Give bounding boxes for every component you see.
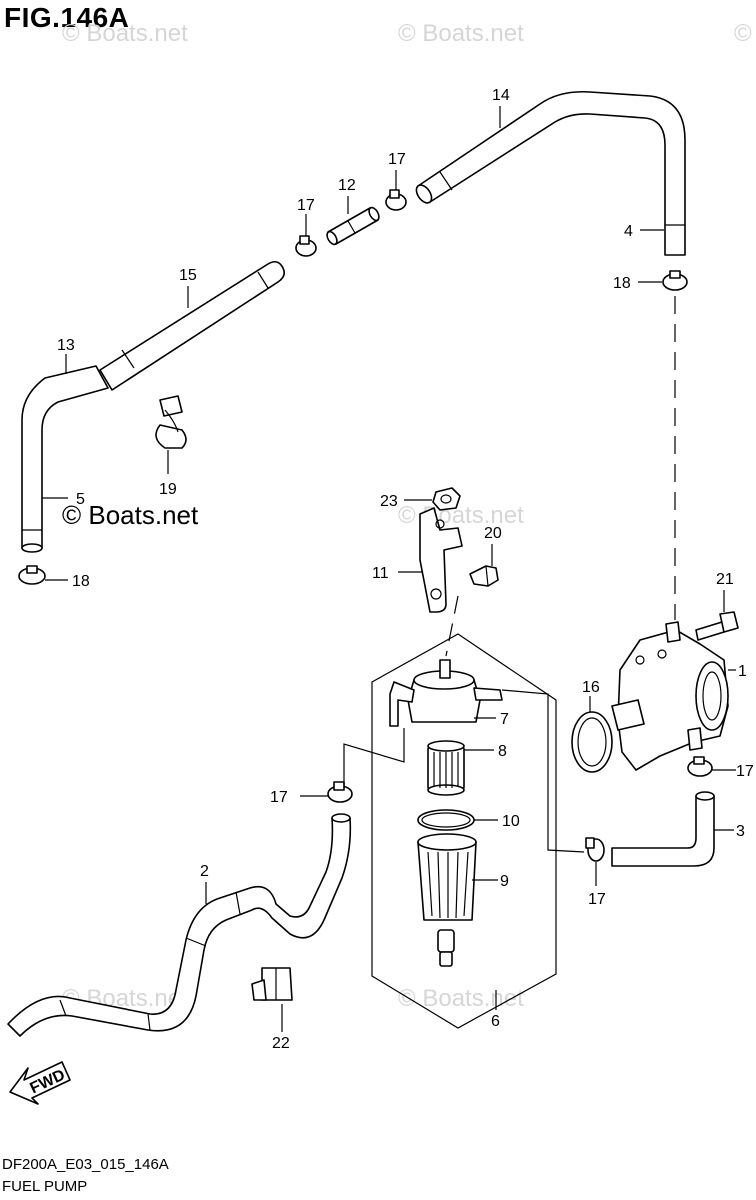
part-6-filter-assembly-outline: [371, 633, 557, 1029]
part-8-filter-element: [427, 740, 465, 796]
callout-14: 14: [492, 87, 510, 104]
callout-9: 9: [500, 873, 509, 890]
callout-4: 4: [624, 223, 633, 240]
part-1-fuel-pump: [611, 621, 729, 771]
part-17-clamp: [585, 837, 605, 862]
figure-caption: FUEL PUMP: [2, 1178, 88, 1195]
watermark: ©: [734, 20, 752, 47]
part-22-clamp: [251, 967, 293, 1001]
part-11-bracket: [419, 507, 463, 613]
callout-15: 15: [179, 267, 197, 284]
callout-2: 2: [200, 863, 209, 880]
part-17-clamp: [295, 235, 317, 257]
callout-20: 20: [484, 525, 502, 542]
part-17-clamp: [385, 189, 407, 211]
part-10-o-ring: [417, 809, 475, 831]
part-16-o-ring: [571, 711, 613, 773]
part-14-hose: [415, 90, 686, 256]
part-3-hose: [611, 791, 715, 867]
callout-7: 7: [500, 711, 509, 728]
callout-18: 18: [72, 573, 90, 590]
part-15-hose: [99, 260, 285, 391]
callout-12: 12: [338, 177, 356, 194]
figure-code: DF200A_E03_015_146A: [2, 1156, 169, 1173]
part-12-joint: [326, 206, 380, 246]
callout-11: 11: [372, 565, 389, 582]
callout-13: 13: [57, 337, 75, 354]
part-17-clamp: [327, 781, 353, 803]
part-20-bolt: [469, 565, 499, 587]
part-19-clamp: [155, 395, 187, 449]
callout-17: 17: [270, 789, 288, 806]
callout-17: 17: [736, 763, 754, 780]
callout-16: 16: [582, 679, 600, 696]
leader-lines: [42, 106, 736, 1032]
callout-22: 22: [272, 1035, 290, 1052]
callout-17: 17: [297, 197, 315, 214]
part-18-clamp: [18, 565, 46, 585]
part-18-clamp: [662, 270, 688, 291]
part-7-filter-cap: [389, 659, 503, 727]
watermark: © Boats.net: [398, 20, 524, 47]
watermark-main: © Boats.net: [62, 500, 199, 530]
callout-1: 1: [738, 663, 747, 680]
reference-lines: [343, 296, 676, 853]
callouts: 14 4 17 12 17 18 15 13 19 5 18 23 20 11 …: [57, 87, 754, 1052]
callout-23: 23: [380, 493, 398, 510]
part-21-bolt: [695, 611, 739, 641]
watermark: © Boats.net: [398, 985, 524, 1012]
part-23-nut: [432, 487, 461, 511]
callout-8: 8: [498, 743, 507, 760]
callout-21: 21: [716, 571, 734, 588]
callout-5: 5: [76, 491, 85, 508]
part-13-hose: [21, 365, 109, 553]
callout-3: 3: [736, 823, 745, 840]
callout-17: 17: [388, 151, 406, 168]
part-9-filter-bowl: [417, 833, 477, 967]
callout-19: 19: [159, 481, 177, 498]
watermark: © Boats.net: [398, 502, 524, 529]
callout-17: 17: [588, 891, 606, 908]
callout-18: 18: [613, 275, 631, 292]
watermark: © Boats.net: [62, 20, 188, 47]
figure-title: FIG.146A: [4, 2, 130, 33]
callout-10: 10: [502, 813, 520, 830]
fwd-arrow-icon: FWD: [9, 1061, 71, 1105]
part-17-clamp: [687, 756, 713, 777]
part-2-hose: [7, 813, 352, 1037]
callout-6: 6: [491, 1013, 500, 1030]
